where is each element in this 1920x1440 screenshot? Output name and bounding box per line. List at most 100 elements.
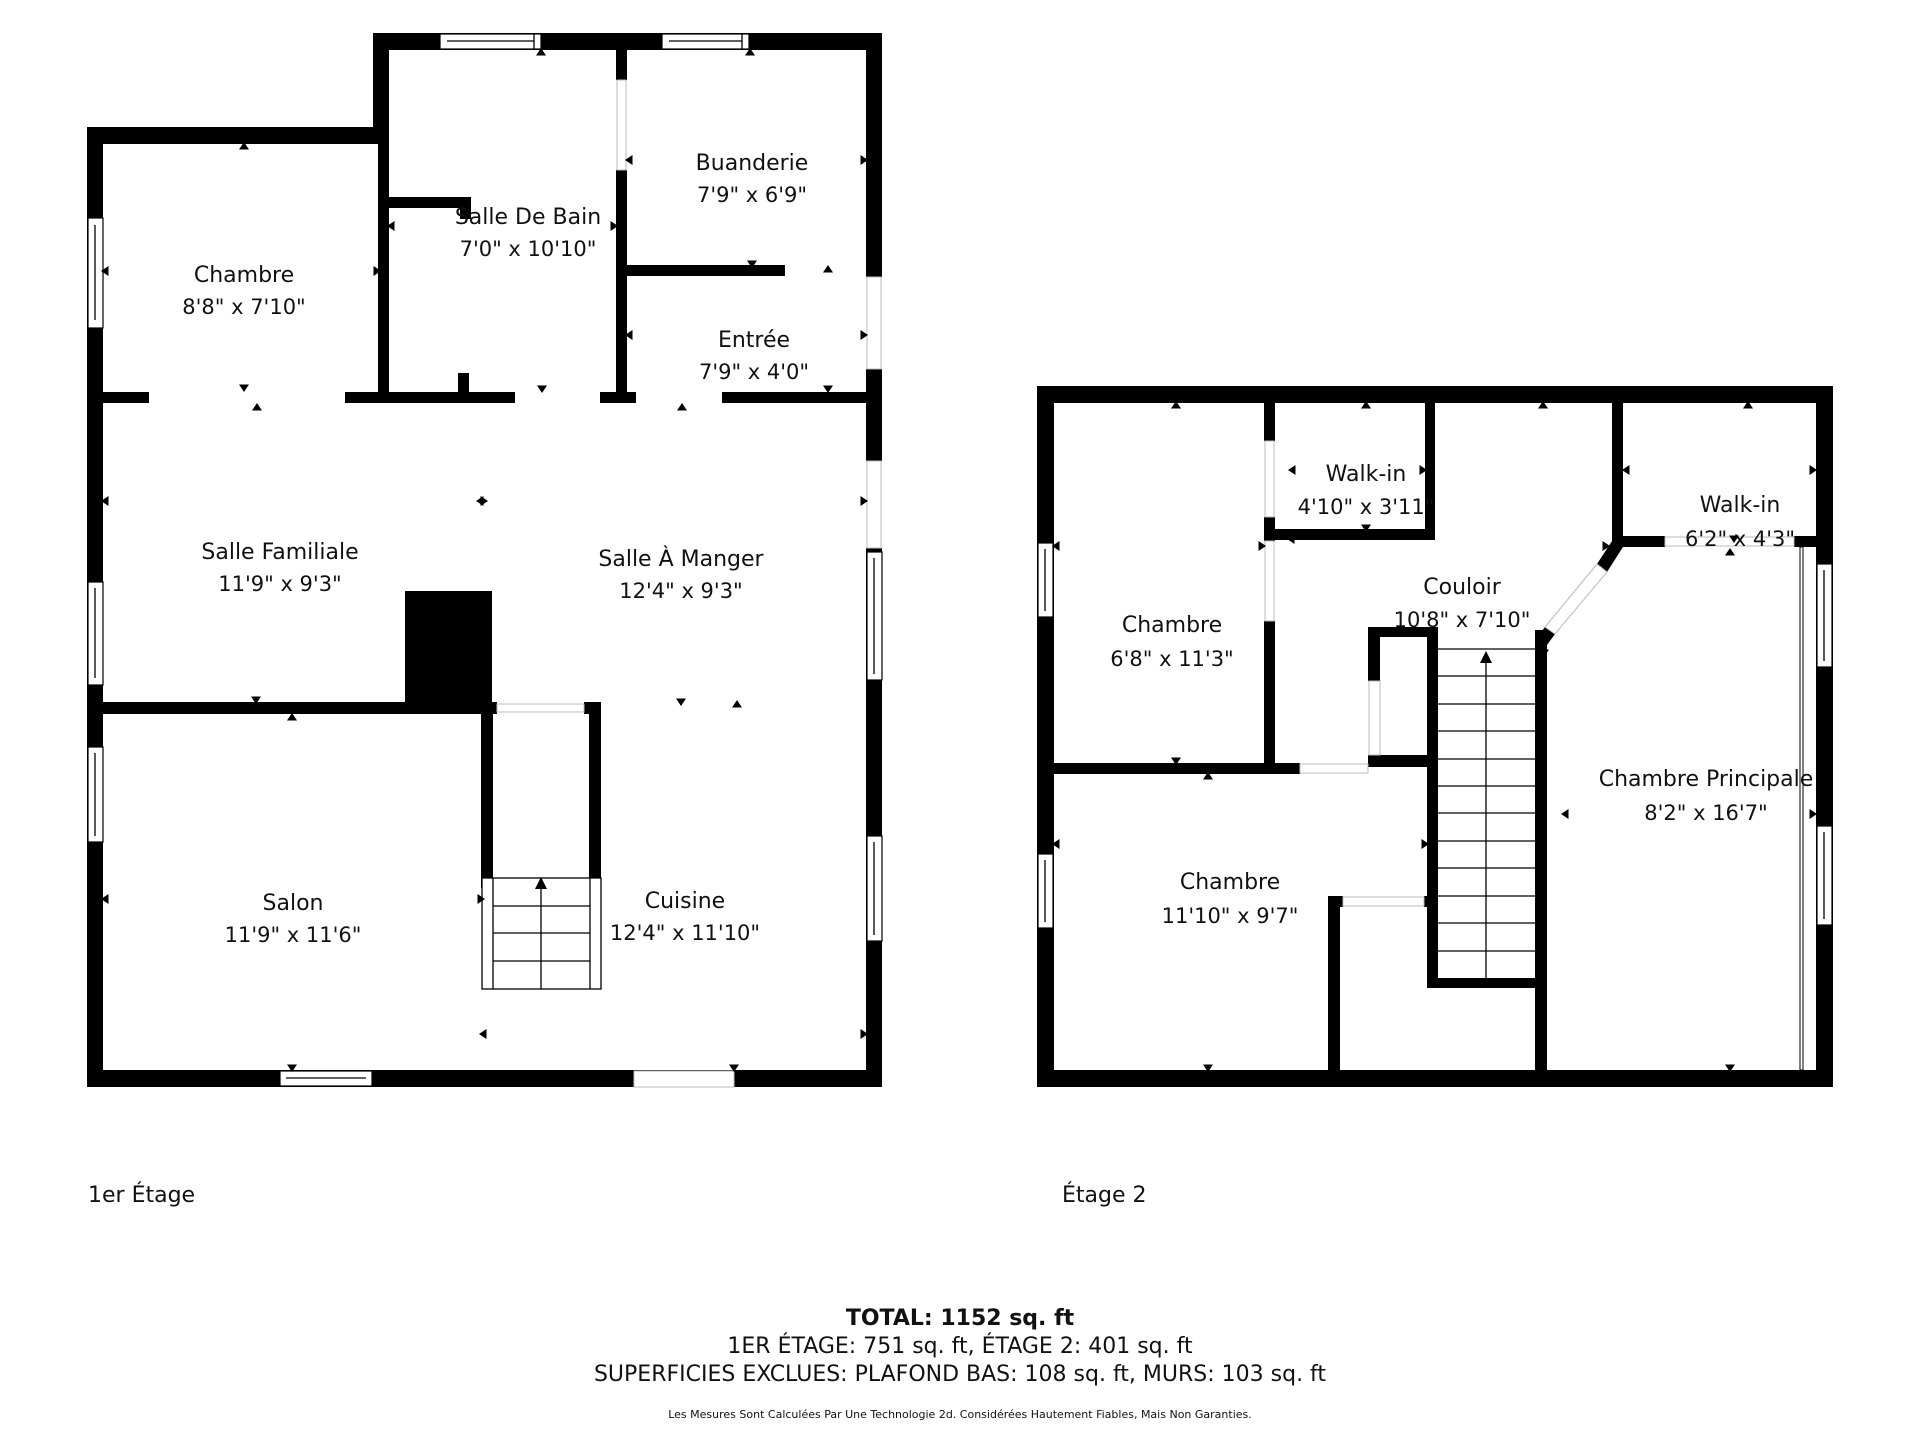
dimension-marker-icon (860, 330, 868, 340)
window-icon (279, 1070, 373, 1087)
dimension-markers (101, 48, 1817, 1072)
door-opening-icon (616, 79, 627, 171)
dimension-marker-icon (677, 403, 687, 411)
wall (1794, 536, 1816, 547)
room-label: Chambre 8'8" x 7'10" (182, 263, 305, 319)
dimension-marker-icon (610, 221, 618, 231)
room-label: Buanderie 7'9" x 6'9" (696, 151, 809, 207)
room-label: Cuisine 12'4" x 11'10" (610, 889, 760, 945)
wall (481, 702, 493, 888)
room-dimensions: 11'10" x 9'7" (1162, 904, 1299, 928)
dimension-marker-icon (1361, 524, 1371, 532)
wall (866, 369, 882, 461)
wall (1328, 896, 1343, 907)
room-dimensions: 8'2" x 16'7" (1644, 801, 1767, 825)
dimension-marker-icon (729, 1064, 739, 1072)
wall (866, 33, 882, 277)
room-label: Salle À Manger 12'4" x 9'3" (598, 546, 764, 603)
window-icon (1037, 853, 1054, 929)
dimension-marker-icon (1258, 541, 1266, 551)
disclaimer: Les Mesures Sont Calculées Par Une Techn… (668, 1408, 1252, 1421)
stairs-up-arrow-icon (1438, 648, 1535, 978)
wall (1368, 755, 1438, 767)
room-dimensions: 4'10" x 3'11" (1298, 495, 1435, 519)
wall (1799, 546, 1804, 1071)
dimension-marker-icon (1809, 465, 1817, 475)
wall (378, 144, 389, 403)
floor-1-plan: Chambre 8'8" x 7'10" Salle De Bain 7'0" … (87, 33, 883, 1088)
dimension-marker-icon (745, 48, 755, 56)
dimension-marker-icon (747, 260, 757, 268)
wall (1535, 630, 1547, 1087)
room-name: Chambre (1180, 870, 1280, 895)
window-icon (866, 835, 883, 942)
dimension-marker-icon (287, 713, 297, 721)
room-dimensions: 12'4" x 9'3" (619, 579, 742, 603)
dimension-marker-icon (101, 894, 109, 904)
room-name: Walk-in (1326, 462, 1407, 487)
dimension-marker-icon (1203, 772, 1213, 780)
wall (389, 197, 471, 208)
stairs-up-arrow-icon (481, 877, 602, 990)
dimension-marker-icon (1539, 649, 1549, 657)
wall (1368, 627, 1380, 681)
chimney (405, 591, 492, 710)
total-area: TOTAL: 1152 sq. ft (845, 1306, 1075, 1331)
dimension-marker-icon (101, 266, 109, 276)
wall (584, 702, 601, 714)
dimension-marker-icon (625, 155, 633, 165)
dimension-marker-icon (536, 48, 546, 56)
window-icon (87, 746, 104, 843)
door-opening-icon (1664, 536, 1795, 547)
wall (1424, 896, 1438, 907)
dimension-marker-icon (1203, 1064, 1213, 1072)
dimension-marker-icon (1052, 541, 1060, 551)
dimension-marker-icon (1419, 465, 1427, 475)
wall (1264, 621, 1275, 772)
room-dimensions: 6'8" x 11'3" (1110, 647, 1233, 671)
dimension-marker-icon (625, 330, 633, 340)
wall (1597, 541, 1623, 572)
room-dimensions: 12'4" x 11'10" (610, 921, 760, 945)
wall (87, 127, 389, 144)
dimension-marker-icon (1725, 548, 1735, 556)
wall (373, 33, 389, 144)
room-dimensions: 10'8" x 7'10" (1394, 608, 1531, 632)
room-label: Walk-in 6'2" x 4'3" (1685, 493, 1795, 551)
wall (1535, 627, 1555, 645)
room-name: Salle Familiale (201, 540, 358, 565)
door-opening-icon (866, 460, 882, 549)
dimension-marker-icon (1743, 401, 1753, 409)
floor-1-label: 1er Étage (88, 1183, 196, 1208)
wall (1037, 386, 1054, 1087)
room-name: Salle À Manger (598, 546, 764, 572)
room-name: Walk-in (1700, 493, 1781, 518)
excluded-areas: SUPERFICIES EXCLUES: PLAFOND BAS: 108 sq… (593, 1362, 1327, 1387)
dimension-marker-icon (287, 1064, 297, 1072)
dimension-marker-icon (860, 1029, 868, 1039)
wall (458, 373, 469, 393)
door-opening-icon (1342, 896, 1425, 907)
floor-areas: 1ER ÉTAGE: 751 sq. ft, ÉTAGE 2: 401 sq. … (727, 1334, 1193, 1359)
room-name: Buanderie (696, 151, 809, 176)
dimension-marker-icon (1809, 809, 1817, 819)
wall (600, 392, 636, 403)
dimension-marker-icon (373, 266, 381, 276)
dimension-marker-icon (1561, 809, 1569, 819)
door-opening-icon (866, 276, 882, 370)
dimension-marker-icon (1052, 839, 1060, 849)
dimension-marker-icon (387, 221, 395, 231)
dimension-marker-icon (239, 142, 249, 150)
dimension-marker-icon (1171, 401, 1181, 409)
dimension-marker-icon (732, 700, 742, 708)
dimension-marker-icon (537, 385, 547, 393)
room-label: Salle Familiale 11'9" x 9'3" (201, 540, 358, 596)
window-icon (1037, 542, 1054, 618)
room-dimensions: 11'9" x 9'3" (218, 572, 341, 596)
room-name: Salle De Bain (455, 205, 601, 230)
room-dimensions: 7'9" x 6'9" (697, 183, 807, 207)
wall (1264, 403, 1275, 441)
dimension-marker-icon (101, 496, 109, 506)
wall (481, 702, 497, 714)
door-opening-icon (496, 703, 585, 713)
